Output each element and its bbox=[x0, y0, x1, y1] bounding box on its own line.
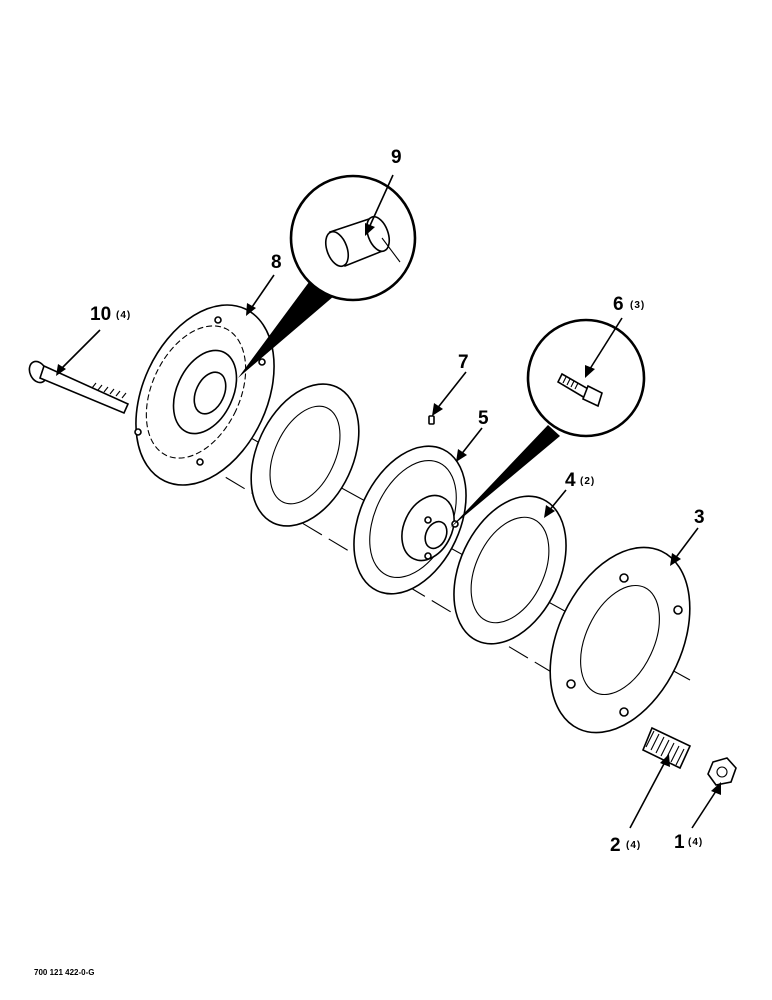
callout-4-number: 4 bbox=[565, 470, 576, 491]
callout-2-number: 2 bbox=[610, 835, 621, 856]
callout-1-number: 1 bbox=[674, 832, 685, 853]
callout-1-qty: (4) bbox=[688, 837, 703, 848]
callout-6-qty: (3) bbox=[630, 300, 645, 311]
leader-lines bbox=[56, 174, 721, 829]
spring-part-2 bbox=[641, 726, 692, 770]
callout-5-number: 5 bbox=[478, 408, 489, 429]
callout-10-number: 10 bbox=[90, 304, 111, 325]
inset-bushing-part-9 bbox=[238, 174, 417, 378]
inset-capscrew-part-6 bbox=[450, 318, 646, 528]
sprocket-hub-part-8 bbox=[134, 304, 275, 486]
callout-3-number: 3 bbox=[694, 507, 705, 528]
callout-4-qty: (2) bbox=[580, 476, 595, 487]
pressure-plate-part-3 bbox=[549, 546, 691, 734]
bolt-part-10 bbox=[28, 360, 130, 415]
friction-disc-part-4 bbox=[453, 495, 567, 645]
clutch-hub-part-5 bbox=[353, 445, 467, 595]
callout-2-qty: (4) bbox=[626, 840, 641, 851]
callout-6-number: 6 bbox=[613, 294, 624, 315]
callout-7-number: 7 bbox=[458, 352, 469, 373]
callout-labels: 10 (4) 8 9 7 5 6 (3) 4 (2) 3 2 (4) 1 (4) bbox=[90, 147, 705, 856]
callout-10-qty: (4) bbox=[116, 310, 131, 321]
drawing-code: 700 121 422-0-G bbox=[34, 968, 95, 977]
nut-part-1 bbox=[707, 757, 737, 786]
pin-part-7 bbox=[428, 415, 435, 425]
callout-9-number: 9 bbox=[391, 147, 402, 168]
friction-disc-plate bbox=[250, 383, 360, 527]
callout-8-number: 8 bbox=[271, 252, 282, 273]
